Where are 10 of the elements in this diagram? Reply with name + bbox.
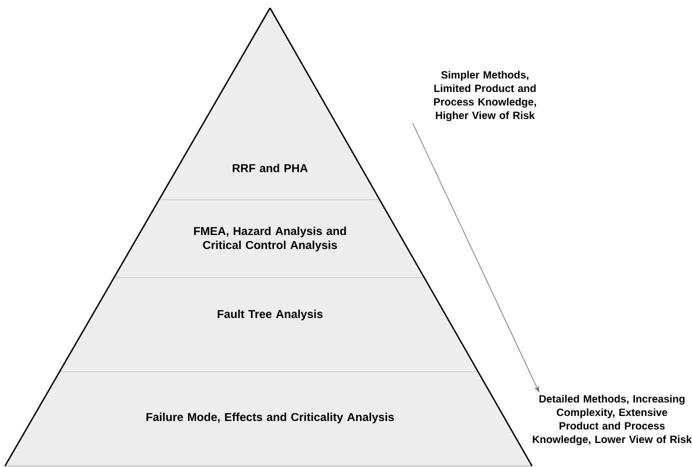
side-note: Detailed Methods, Increasing Complexity, Extensive Product and Process Knowledge, Lower View of Risk [532,394,692,446]
node-label: Failure Mode, Effects and Criticality Analysis [146,412,394,424]
pyramid-level: FMEA, Hazard Analysis and Critical Control Analysis [113,200,425,278]
pyramid-level: Failure Mode, Effects and Criticality Analysis [4,372,532,466]
pyramid-level: Fault Tree Analysis [59,278,479,372]
node-label: Fault Tree Analysis [218,310,323,320]
node-label: RRF and PHA [232,164,308,172]
side-note: Simpler Methods, Limited Product and Process Knowledge, Higher View of Risk [434,70,536,122]
node-label: FMEA, Hazard Analysis and Critical Control Analysis [194,226,346,252]
pyramid-level: RRF and PHA [158,8,380,200]
